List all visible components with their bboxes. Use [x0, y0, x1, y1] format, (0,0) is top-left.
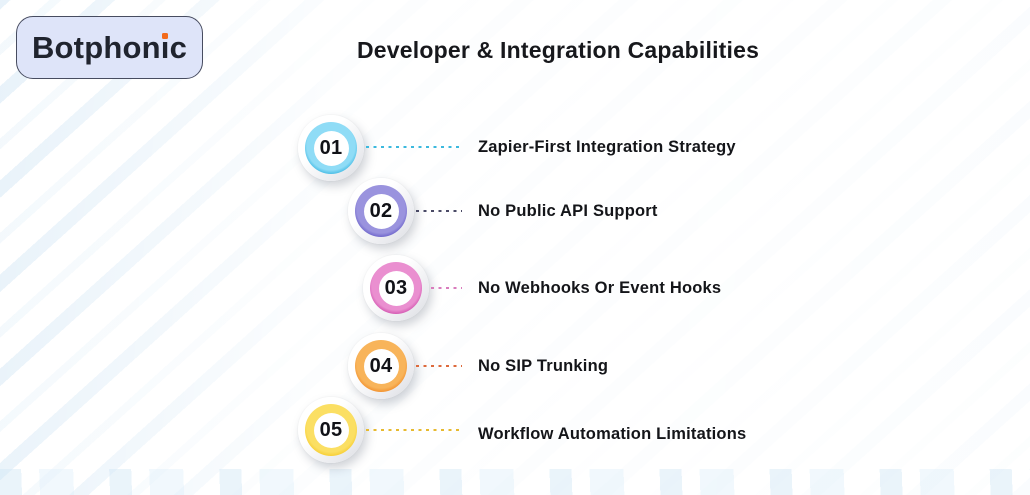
- step-number: 03: [384, 276, 408, 299]
- step-number-circle: 04: [363, 348, 399, 384]
- step-number: 05: [319, 418, 343, 441]
- connector-line-01: [366, 146, 462, 148]
- step-label-01: Zapier-First Integration Strategy: [478, 138, 736, 156]
- step-label-02: No Public API Support: [478, 202, 658, 220]
- step-ring: 02: [355, 185, 407, 237]
- step-badge-02: 02: [348, 178, 414, 244]
- connector-line-04: [416, 365, 462, 367]
- step-number: 01: [319, 136, 343, 159]
- step-badge-04: 04: [348, 333, 414, 399]
- connector-line-02: [416, 210, 462, 212]
- step-badge-01: 01: [298, 115, 364, 181]
- step-number-circle: 01: [313, 130, 349, 166]
- page-title: Developer & Integration Capabilities: [357, 37, 760, 63]
- step-number: 04: [369, 354, 393, 377]
- step-ring: 01: [305, 122, 357, 174]
- logo-i-dot: [162, 32, 169, 39]
- background-bottom-pattern: [0, 469, 1030, 495]
- step-label-03: No Webhooks Or Event Hooks: [478, 279, 722, 297]
- step-number-circle: 05: [313, 412, 349, 448]
- step-label-04: No SIP Trunking: [478, 357, 609, 375]
- step-badge-05: 05: [298, 397, 364, 463]
- step-label-05: Workflow Automation Limitations: [478, 425, 747, 443]
- step-badge-03: 03: [363, 255, 429, 321]
- step-number-circle: 02: [363, 193, 399, 229]
- connector-line-03: [431, 287, 462, 289]
- step-ring: 04: [355, 340, 407, 392]
- step-number-circle: 03: [378, 270, 414, 306]
- step-ring: 03: [370, 262, 422, 314]
- step-ring: 05: [305, 404, 357, 456]
- connector-line-05: [366, 429, 462, 431]
- step-number: 02: [369, 199, 393, 222]
